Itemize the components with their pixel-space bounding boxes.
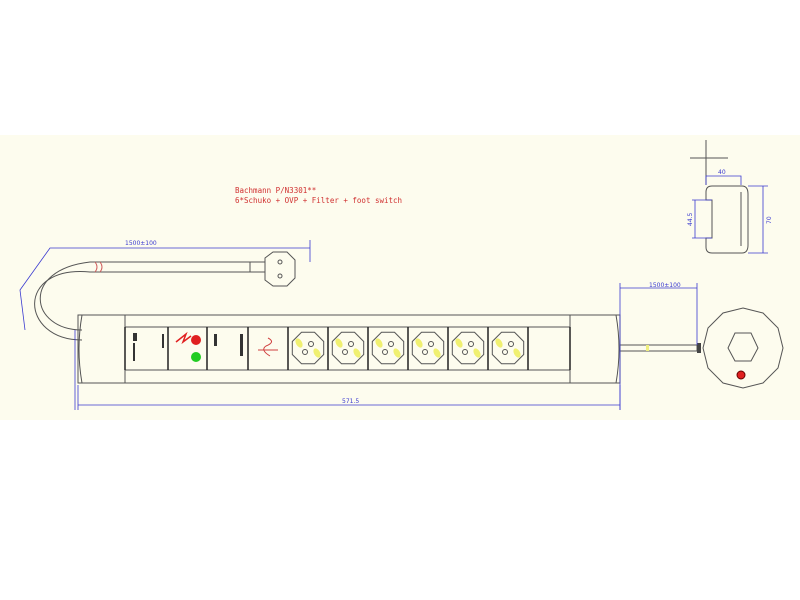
foot-cable-dimension-line xyxy=(619,283,698,410)
title-line-1: Bachmann P/N3301** xyxy=(235,186,316,195)
profile-inner-label: 44.5 xyxy=(687,212,694,226)
schuko-plug xyxy=(264,251,296,287)
schuko-socket xyxy=(371,331,405,365)
overall-length-label: 571.5 xyxy=(342,398,359,405)
filter-text xyxy=(214,334,243,356)
power-cable xyxy=(34,251,296,341)
left-end-cap xyxy=(78,314,126,384)
green-led xyxy=(191,352,201,362)
profile-width-label: 40 xyxy=(718,169,726,176)
filter-symbol xyxy=(258,337,278,357)
profile-cross-section: 40 70 44.5 xyxy=(687,140,773,254)
foot-switch-led xyxy=(736,370,746,380)
schuko-socket xyxy=(491,331,525,365)
ovp-indicator xyxy=(175,331,201,362)
schuko-socket xyxy=(451,331,485,365)
power-strip xyxy=(77,314,621,384)
cable-length-label: 1500±100 xyxy=(125,240,157,247)
cable-dimension-line xyxy=(19,240,311,331)
schuko-socket xyxy=(291,331,325,365)
drawing-background xyxy=(0,135,800,420)
schuko-socket xyxy=(411,331,445,365)
right-end-cap xyxy=(569,314,620,384)
title-line-2: 6*Schuko + OVP + Filter + foot switch xyxy=(235,196,402,205)
foot-switch xyxy=(619,307,784,389)
profile-height-label: 70 xyxy=(766,216,773,224)
foot-cable-length-label: 1500±100 xyxy=(649,282,681,289)
schuko-socket xyxy=(331,331,365,365)
red-led xyxy=(191,335,201,345)
label-panel xyxy=(133,333,164,361)
